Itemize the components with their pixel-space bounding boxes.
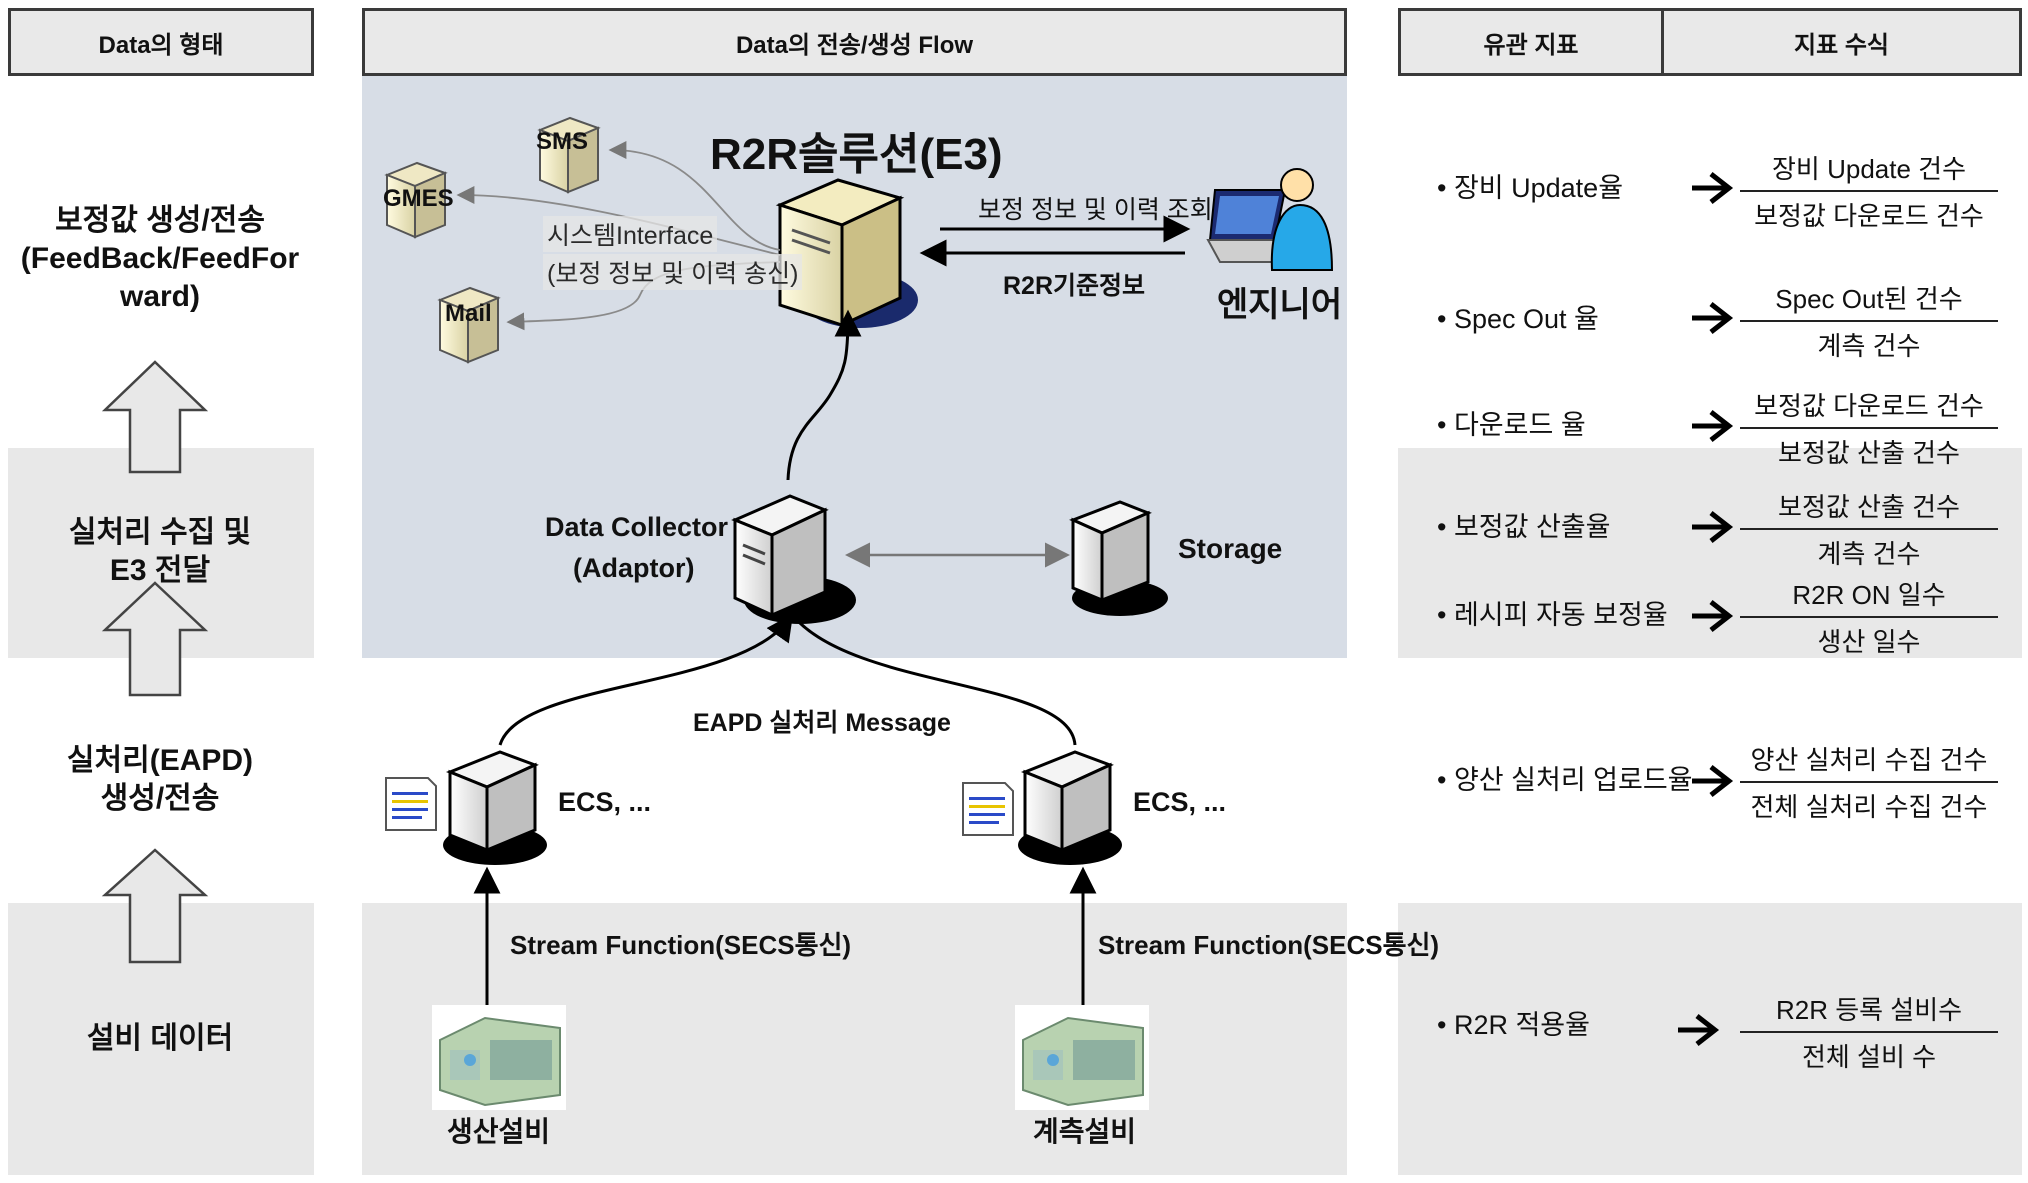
indicator-name: • Spec Out 율 [1437,304,1599,334]
stage-eapd: 실처리(EAPD) 생성/전송 [66,744,254,815]
formula-numerator: R2R ON 일수 [1740,575,1998,618]
mail-label: Mail [445,300,492,327]
criteria-label: R2R기준정보 [1003,272,1146,300]
ecs-right-label: ECS, ... [1133,787,1227,817]
formula-denominator: 계측 건수 [1817,539,1921,569]
formula: 보정값 산출 건수 계측 건수 [1740,487,1998,571]
formula: R2R ON 일수 생산 일수 [1740,575,1998,659]
formula-numerator: 장비 Update 건수 [1740,149,1998,192]
up-arrow-3 [101,848,209,964]
indicator-name: • 양산 실처리 업로드율 [1437,765,1693,795]
eapd-message-label: EAPD 실처리 Message [693,709,951,737]
ecs-left-label: ECS, ... [558,787,652,817]
gmes-server-icon [384,161,448,239]
formula: 양산 실처리 수집 건수 전체 실처리 수집 건수 [1740,740,1998,824]
ecs-right-server-icon [1018,750,1122,865]
measurement-equipment-image [1015,1005,1149,1110]
system-interface-label: 시스템Interface [543,216,718,252]
storage-label: Storage [1178,533,1283,564]
formula: Spec Out된 건수 계측 건수 [1740,279,1998,363]
inquiry-label: 보정 정보 및 이력 조회 [978,196,1213,224]
arc-to-sms [608,141,781,251]
r2r-title: R2R솔루션(E3) [710,130,1003,179]
document-right-icon [962,782,1014,836]
arrow-collector-to-r2r [786,309,862,481]
formula-numerator: R2R 등록 설비수 [1740,990,1998,1033]
formula-denominator: 보정값 산출 건수 [1778,438,1960,468]
formula-arrow-4 [1692,511,1734,543]
formula-numerator: Spec Out된 건수 [1740,279,1998,322]
formula-numerator: 보정값 산출 건수 [1740,487,1998,530]
arc-ecs-left-to-collector [498,613,794,746]
r2r-server-icon [775,178,918,328]
formula: 보정값 다운로드 건수 보정값 산출 건수 [1740,386,1998,470]
formula: 장비 Update 건수 보정값 다운로드 건수 [1740,149,1998,233]
formula-arrow-5 [1692,600,1734,632]
document-left-icon [385,777,437,831]
left-arrows [101,360,209,964]
header-indicator: 유관 지표 [1398,8,1664,76]
formula-denominator: 전체 실처리 수집 건수 [1750,792,1988,822]
ecs-left-server-icon [443,750,547,865]
formula-arrow-3 [1692,410,1734,442]
header-data-flow: Data의 전송/생성 Flow [362,8,1347,76]
band-right-bottom [1398,903,2022,1175]
storage-server-icon [1069,500,1168,616]
mail-server-icon [437,286,501,364]
formula-denominator: 보정값 다운로드 건수 [1754,201,1984,231]
stream-left-label: Stream Function(SECS통신) [510,930,852,960]
arc-ecs-right-to-collector [793,616,1077,746]
stage-equipment: 설비 데이터 [86,1022,234,1055]
formula-denominator: 계측 건수 [1817,331,1921,361]
formula-arrows [1678,172,1734,1046]
prod-equipment-label: 생산설비 [447,1116,551,1147]
collector-server-icon [731,494,856,624]
stage-feedback: 보정값 생성/전송 (FeedBack/FeedFor ward) [20,204,300,313]
indicator-name: • 장비 Update율 [1437,173,1624,203]
sms-server-icon [537,116,601,194]
indicator-name: • 레시피 자동 보정율 [1437,600,1668,630]
header-data-form: Data의 형태 [8,8,314,76]
production-equipment-image [432,1005,566,1110]
stream-right-label: Stream Function(SECS통신) [1098,930,1440,960]
formula-denominator: 생산 일수 [1817,627,1921,657]
up-arrow-1 [101,360,209,474]
formula-denominator: 전체 설비 수 [1801,1042,1937,1072]
system-interface-sub-label: (보정 정보 및 이력 송신) [543,254,803,290]
formula-arrow-2 [1692,302,1734,334]
indicator-name: • R2R 적용율 [1437,1010,1590,1040]
engineer-label: 엔지니어 [1217,286,1343,324]
stage-collect: 실처리 수집 및 E3 전달 [68,516,252,587]
up-arrow-2 [101,581,209,697]
gmes-label: GMES [383,185,454,212]
indicator-name: • 보정값 산출율 [1437,512,1611,542]
engineer-icon [1206,168,1334,271]
arc-to-gmes [456,186,781,256]
formula-arrow-1 [1692,172,1734,204]
formula-arrow-7 [1678,1014,1720,1046]
measure-equipment-label: 계측설비 [1033,1116,1137,1147]
header-formula: 지표 수식 [1661,8,2022,76]
indicator-name: • 다운로드 율 [1437,410,1586,440]
collector-label: Data Collector [545,512,729,542]
formula-numerator: 보정값 다운로드 건수 [1740,386,1998,429]
formula-arrow-6 [1692,765,1734,797]
formula-numerator: 양산 실처리 수집 건수 [1740,740,1998,783]
band-right-mid [1398,448,2022,658]
formula: R2R 등록 설비수 전체 설비 수 [1740,990,1998,1074]
adaptor-label: (Adaptor) [573,553,695,583]
sms-label: SMS [536,128,589,155]
